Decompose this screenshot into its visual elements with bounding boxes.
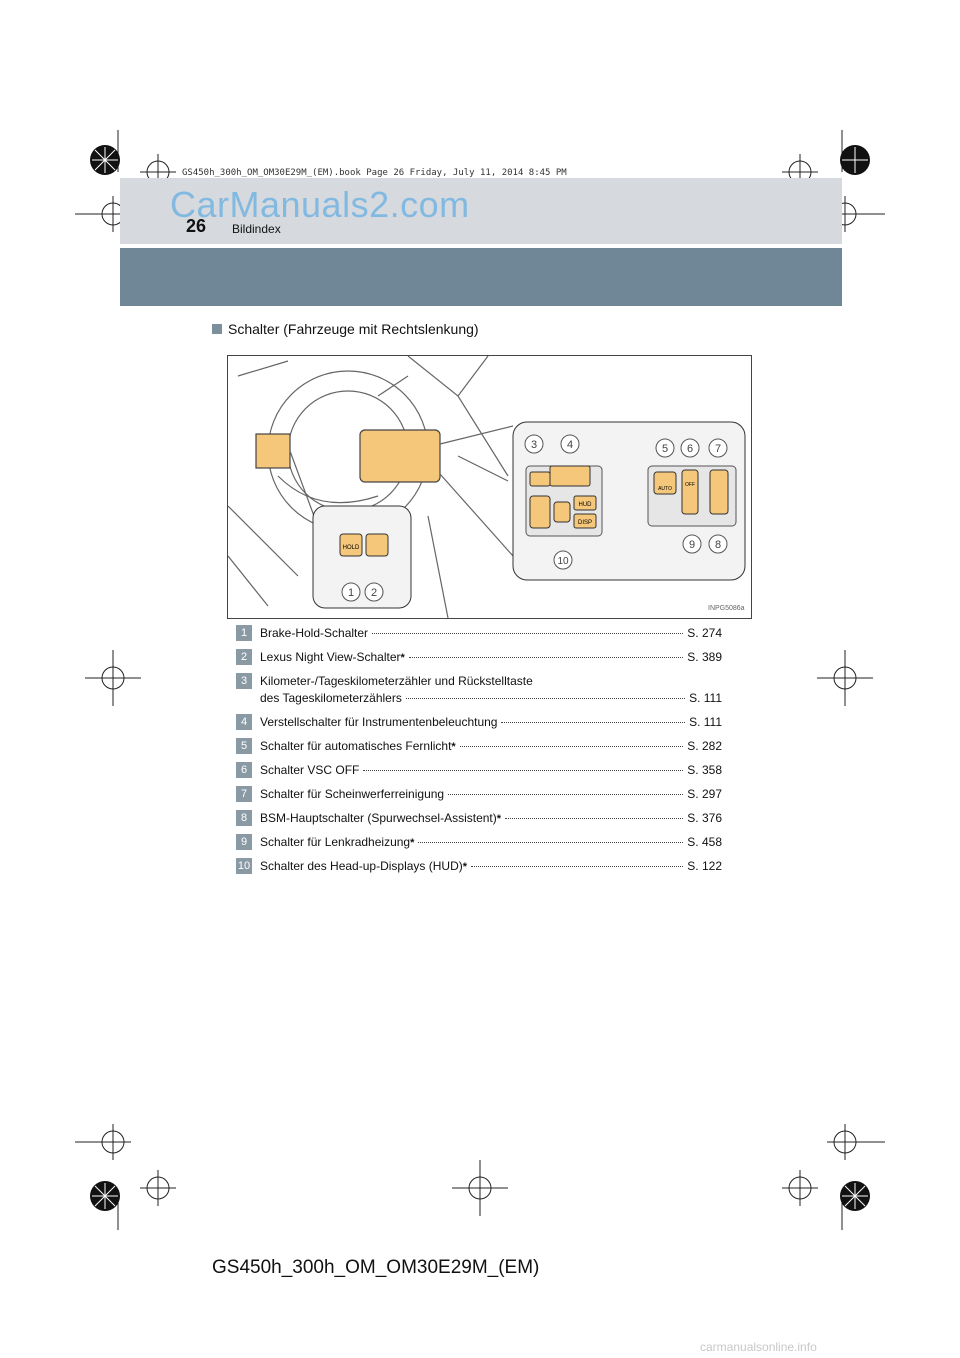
list-item: 1 Brake-Hold-Schalter S. 274	[236, 625, 722, 643]
callout-2: 2	[371, 587, 377, 599]
item-star: *	[410, 837, 415, 849]
item-text: Verstellschalter für Instrumentenbeleuch…	[260, 715, 498, 729]
heading-square-icon	[212, 324, 222, 334]
item-number: 8	[236, 810, 252, 826]
item-number: 9	[236, 834, 252, 850]
item-page-ref: S. 111	[689, 715, 722, 729]
item-number: 3	[236, 673, 252, 689]
item-page-ref: S. 458	[687, 835, 722, 849]
list-item: 3 Kilometer-/Tageskilometerzähler und Rü…	[236, 673, 722, 709]
callout-5: 5	[662, 443, 668, 455]
item-page-ref: S. 282	[687, 739, 722, 753]
item-page-ref: S. 111	[689, 691, 722, 705]
list-item: 6 Schalter VSC OFF S. 358	[236, 762, 722, 780]
list-item: 2 Lexus Night View-Schalter * S. 389	[236, 649, 722, 667]
item-number: 10	[236, 858, 252, 874]
switch-illustration: HOLD HUD DISP AUTO OFF 1 2 3 4 5 6	[227, 355, 752, 619]
header-top-band	[120, 178, 842, 244]
section-heading: Schalter (Fahrzeuge mit Rechtslenkung)	[212, 321, 479, 337]
item-text: Schalter für Lenkradheizung	[260, 835, 411, 849]
callout-3: 3	[531, 439, 537, 451]
item-text: Lexus Night View-Schalter	[260, 650, 401, 664]
item-text: Brake-Hold-Schalter	[260, 626, 369, 640]
item-text-cont: des Tageskilometerzählers	[260, 691, 402, 705]
header-band	[120, 248, 842, 306]
callout-1: 1	[348, 587, 354, 599]
disp-label: DISP	[578, 520, 592, 526]
item-number: 5	[236, 738, 252, 754]
callout-7: 7	[715, 443, 721, 455]
item-text: Schalter für Scheinwerferreinigung	[260, 787, 445, 801]
list-item: 10 Schalter des Head-up-Displays (HUD) *…	[236, 858, 722, 876]
watermark-logo: CarManuals2.com	[170, 184, 470, 225]
heading-text: Schalter (Fahrzeuge mit Rechtslenkung)	[228, 321, 479, 337]
item-page-ref: S. 274	[687, 626, 722, 640]
item-star: *	[451, 741, 456, 753]
item-page-ref: S. 358	[687, 763, 722, 777]
list-item: 5 Schalter für automatisches Fernlicht *…	[236, 738, 722, 756]
item-text: Schalter VSC OFF	[260, 763, 360, 777]
page-number: 26	[186, 216, 207, 236]
auto-label: AUTO	[658, 486, 672, 492]
list-item: 9 Schalter für Lenkradheizung * S. 458	[236, 834, 722, 852]
item-text: Kilometer-/Tageskilometerzähler und Rück…	[260, 674, 533, 688]
footer-site-watermark: carmanualsonline.info	[700, 1340, 817, 1354]
list-item: 7 Schalter für Scheinwerferreinigung S. …	[236, 786, 722, 804]
item-star: *	[462, 861, 468, 873]
item-page-ref: S. 297	[687, 787, 722, 801]
callout-10: 10	[557, 556, 569, 567]
item-number: 4	[236, 714, 252, 730]
item-number: 6	[236, 762, 252, 778]
hud-label: HUD	[579, 502, 593, 508]
item-number: 1	[236, 625, 252, 641]
item-text: Schalter für automatisches Fernlicht	[260, 739, 452, 753]
item-text: Schalter des Head-up-Displays (HUD)	[260, 859, 463, 873]
item-star: *	[496, 813, 502, 825]
book-info-line: GS450h_300h_OM_OM30E29M_(EM).book Page 2…	[182, 168, 567, 178]
section-title: Bildindex	[232, 222, 281, 236]
callout-9: 9	[689, 539, 695, 551]
image-code: INPG5086a	[708, 605, 745, 612]
item-page-ref: S. 389	[687, 650, 722, 664]
callout-4: 4	[567, 439, 573, 451]
item-number: 7	[236, 786, 252, 802]
callout-8: 8	[715, 539, 721, 551]
item-number: 2	[236, 649, 252, 665]
item-text: BSM-Hauptschalter (Spurwechsel-Assistent…	[260, 811, 497, 825]
callout-6: 6	[687, 443, 693, 455]
item-star: *	[400, 652, 405, 664]
hold-label: HOLD	[343, 545, 360, 551]
item-page-ref: S. 122	[687, 859, 722, 873]
list-item: 4 Verstellschalter für Instrumentenbeleu…	[236, 714, 722, 732]
list-item: 8 BSM-Hauptschalter (Spurwechsel-Assiste…	[236, 810, 722, 828]
item-page-ref: S. 376	[687, 811, 722, 825]
off-label: OFF	[685, 482, 695, 488]
footer-doc-id: GS450h_300h_OM_OM30E29M_(EM)	[212, 1257, 540, 1278]
dashboard-drawing: HOLD HUD DISP AUTO OFF 1 2 3 4 5 6	[228, 356, 746, 618]
